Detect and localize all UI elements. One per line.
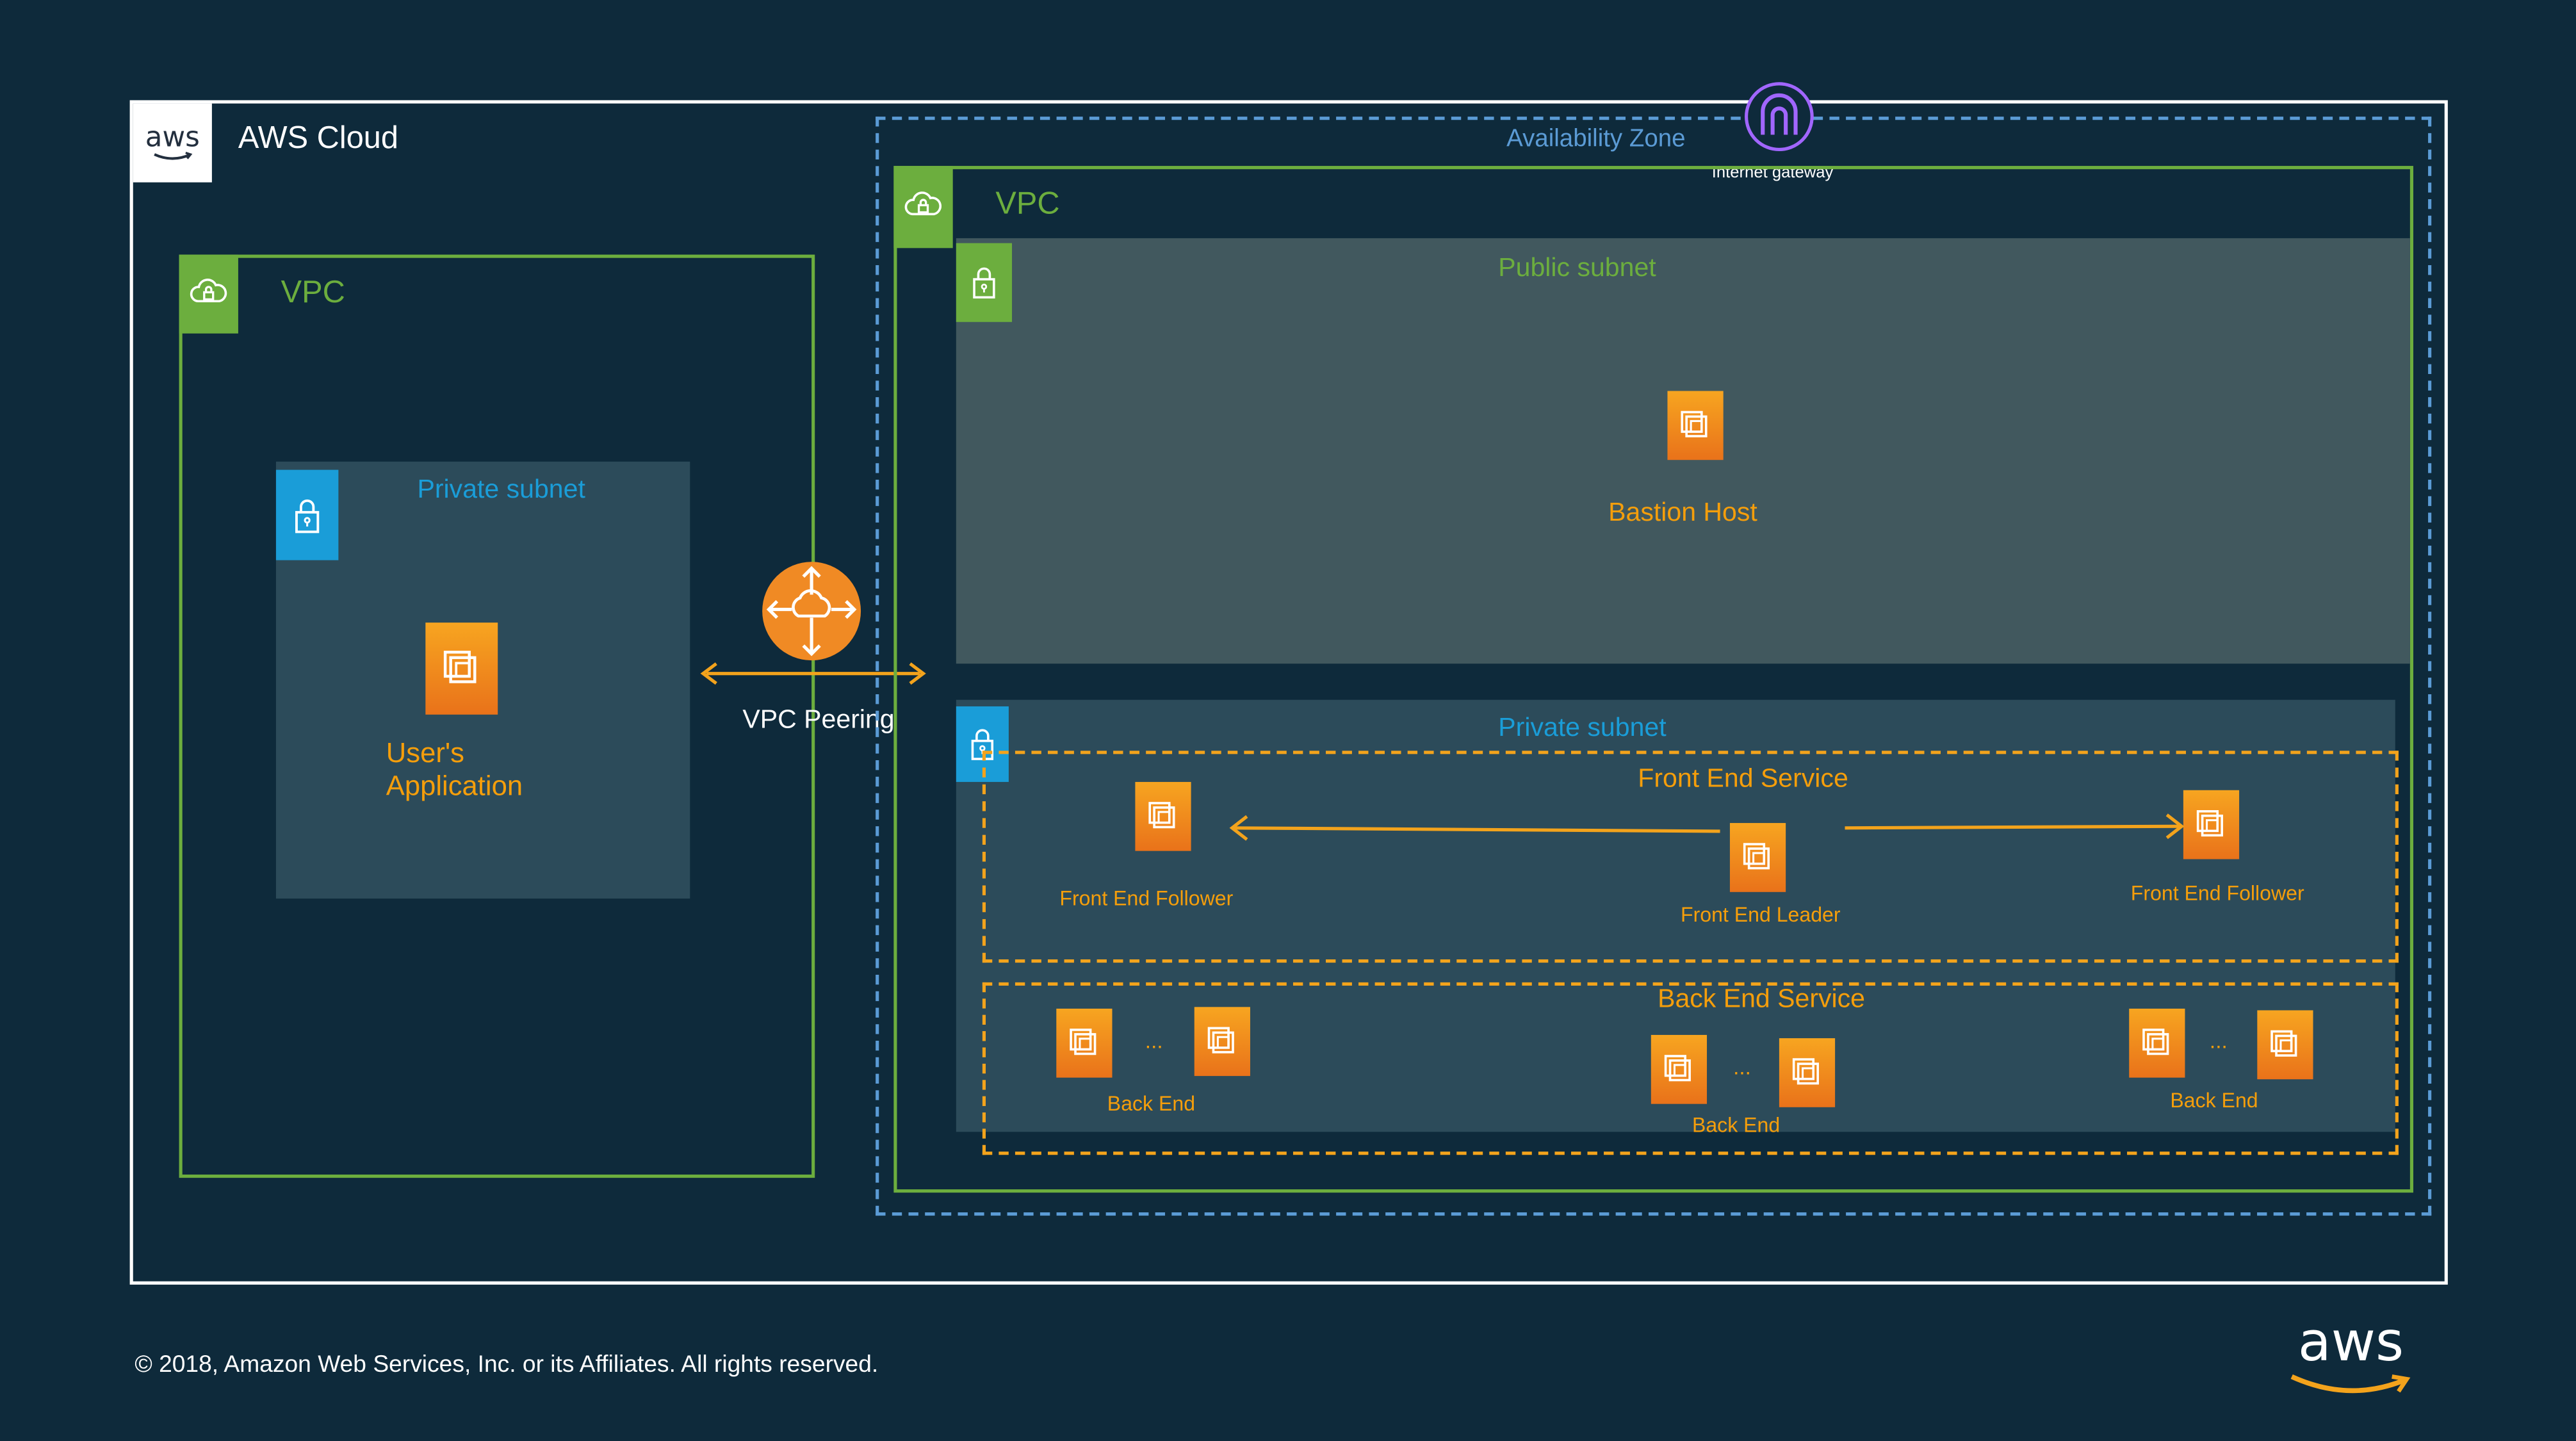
vpc-peering-label: VPC Peering xyxy=(742,706,895,735)
vpc-peering-arrow xyxy=(700,662,926,685)
aws-cloud-boundary xyxy=(129,100,2448,1285)
back-end-label: Back End xyxy=(2170,1089,2258,1112)
back-end-ec2-icon xyxy=(1194,1007,1250,1077)
back-end-ellipsis: ... xyxy=(1145,1028,1163,1054)
back-end-ellipsis: ... xyxy=(2209,1028,2228,1054)
left-vpc-boundary xyxy=(179,254,815,1178)
public-subnet-label: Public subnet xyxy=(1498,254,1656,283)
bastion-host-ec2-icon xyxy=(1667,391,1724,460)
left-vpc-icon xyxy=(179,254,238,334)
front-end-service-group xyxy=(982,751,2399,963)
right-private-subnet-label: Private subnet xyxy=(1498,714,1667,743)
leader-to-right-follower-arrow xyxy=(1845,813,2185,840)
users-application-label-line2: Application xyxy=(386,770,523,802)
back-end-ec2-icon xyxy=(2129,1008,2185,1078)
front-end-follower-left-ec2-icon xyxy=(1135,781,1191,851)
back-end-label: Back End xyxy=(1107,1092,1196,1116)
users-application-ec2-icon xyxy=(425,623,498,715)
right-vpc-boundary xyxy=(893,166,2413,1193)
internet-gateway-icon xyxy=(1745,82,1814,151)
bastion-host-label: Bastion Host xyxy=(1608,499,1757,528)
back-end-ec2-icon xyxy=(2257,1010,2313,1080)
aws-logo-icon: aws xyxy=(133,103,212,183)
right-vpc-label: VPC xyxy=(995,187,1060,222)
front-end-follower-left-label: Front End Follower xyxy=(1059,887,1234,911)
back-end-ec2-icon xyxy=(1779,1038,1836,1107)
back-end-label: Back End xyxy=(1692,1114,1781,1137)
vpc-peering-icon xyxy=(762,562,861,661)
aws-logo-text: aws xyxy=(145,120,200,154)
front-end-leader-label: Front End Leader xyxy=(1680,903,1841,927)
back-end-ec2-icon xyxy=(1651,1034,1708,1104)
aws-brand-logo-icon: aws xyxy=(2283,1314,2418,1406)
front-end-service-label: Front End Service xyxy=(1638,765,1848,794)
front-end-follower-right-label: Front End Follower xyxy=(2130,882,2304,906)
left-vpc-label: VPC xyxy=(281,275,345,311)
availability-zone-label: Availability Zone xyxy=(1506,124,1686,153)
left-private-subnet-label: Private subnet xyxy=(417,476,585,505)
back-end-ec2-icon xyxy=(1056,1008,1113,1078)
aws-brand-logo-text: aws xyxy=(2297,1309,2404,1374)
right-vpc-icon xyxy=(893,166,953,248)
public-subnet-lock-icon xyxy=(956,243,1013,322)
back-end-service-label: Back End Service xyxy=(1658,986,1865,1014)
copyright-text: © 2018, Amazon Web Services, Inc. or its… xyxy=(135,1351,879,1379)
left-private-subnet-lock-icon xyxy=(275,469,339,560)
leader-to-left-follower-arrow xyxy=(1229,815,1720,841)
users-application-label-line1: User's xyxy=(386,737,464,769)
availability-zone-boundary xyxy=(876,117,2432,1216)
back-end-ellipsis: ... xyxy=(1733,1054,1751,1080)
back-end-service-group xyxy=(982,982,2399,1155)
front-end-follower-right-ec2-icon xyxy=(2183,790,2240,859)
front-end-leader-ec2-icon xyxy=(1729,823,1786,892)
aws-cloud-label: AWS Cloud xyxy=(238,121,399,156)
